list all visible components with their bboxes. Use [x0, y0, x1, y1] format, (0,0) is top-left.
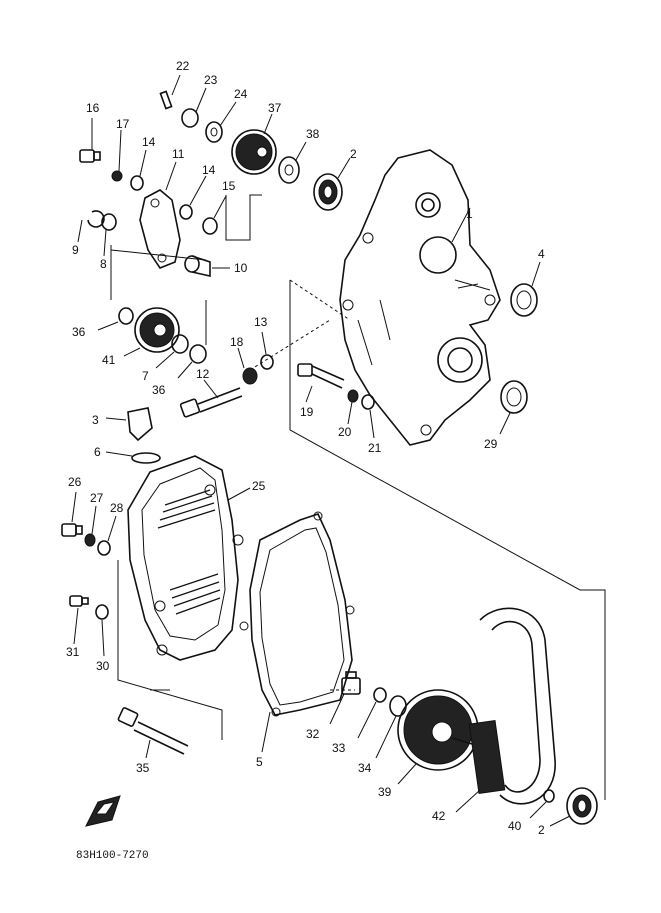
callout-35: 35: [136, 761, 150, 775]
gear-part-41: [123, 307, 180, 357]
callout-20: 20: [338, 425, 352, 439]
callout-37: 37: [268, 101, 282, 115]
washer-part-27: [84, 505, 97, 547]
plug-part-32: [329, 671, 361, 725]
collar-part-28: [97, 515, 117, 556]
callout-34: 34: [358, 761, 372, 775]
bolt-part-19: [297, 363, 345, 403]
bearing-part-2-bottom: [549, 787, 598, 827]
callout-19: 19: [300, 405, 314, 419]
callout-11: 11: [172, 147, 185, 161]
bolt-part-16: [79, 118, 101, 163]
collar-part-23: [181, 87, 207, 128]
bearing-part-2-top: [313, 157, 351, 211]
pin-part-22: [159, 74, 181, 110]
chain-part-42: [455, 607, 556, 813]
washer-part-33: [357, 687, 387, 739]
washer-part-14-lower: [179, 175, 207, 220]
shaft-part-10: [184, 255, 230, 277]
callout-16: 16: [86, 101, 100, 115]
callout-14-lower: 14: [202, 163, 216, 177]
callout-13: 13: [254, 315, 268, 329]
crankcase-cover-part-1: [339, 149, 501, 446]
callout-9: 9: [72, 243, 79, 257]
callout-21: 21: [368, 441, 382, 455]
callout-10: 10: [234, 261, 248, 275]
callout-3: 3: [92, 413, 99, 427]
bolt-part-26: [61, 491, 83, 537]
oring-part-6: [105, 451, 161, 464]
callout-38: 38: [306, 127, 320, 141]
bolt-part-12: [179, 379, 243, 418]
washer-part-34: [375, 695, 407, 759]
callout-26: 26: [68, 475, 82, 489]
callout-18: 18: [230, 335, 244, 349]
callout-6: 6: [94, 445, 101, 459]
washer-part-36-lower: [177, 344, 207, 379]
washer-part-30: [95, 604, 109, 657]
gear-part-37: [231, 113, 277, 175]
callout-30: 30: [96, 659, 110, 673]
plug-part-3: [105, 407, 153, 442]
washer-part-40: [529, 789, 555, 819]
callout-25: 25: [252, 479, 266, 493]
assembly-guide-lines: [110, 194, 606, 800]
callout-14-upper: 14: [142, 135, 156, 149]
callout-27: 27: [90, 491, 104, 505]
callout-23: 23: [204, 73, 218, 87]
seal-part-4: [510, 261, 541, 317]
callout-4: 4: [538, 247, 545, 261]
callout-36-lower: 36: [152, 383, 166, 397]
callout-15: 15: [222, 179, 236, 193]
callout-41: 41: [102, 353, 116, 367]
callout-31: 31: [66, 645, 80, 659]
callout-8: 8: [100, 257, 107, 271]
callout-33: 33: [332, 741, 346, 755]
washer-part-8: [101, 213, 117, 257]
lever-part-11: [139, 161, 181, 269]
callout-39: 39: [378, 785, 392, 799]
gasket-part-5: [239, 511, 355, 753]
washer-part-20: [347, 389, 359, 425]
washer-part-21: [361, 394, 375, 439]
collar-part-38: [278, 141, 307, 184]
collar-part-15: [202, 195, 227, 235]
bolt-part-31: [69, 595, 89, 645]
bolt-part-35: [117, 707, 189, 759]
washer-part-24: [205, 101, 237, 143]
front-direction-symbol: [85, 795, 121, 827]
callout-28: 28: [110, 501, 124, 515]
callout-42: 42: [432, 809, 446, 823]
washer-part-36-upper: [97, 307, 134, 331]
callout-32: 32: [306, 727, 320, 741]
callout-7: 7: [142, 369, 149, 383]
collar-part-18: [237, 347, 258, 385]
cover-fin-hatching: [157, 489, 221, 615]
callout-5: 5: [256, 755, 263, 769]
circlip-part-9: [77, 210, 105, 243]
collar-part-7: [155, 334, 189, 369]
callout-40: 40: [508, 819, 522, 833]
callout-36-upper: 36: [72, 325, 86, 339]
sprocket-part-39: [397, 689, 479, 785]
callout-2-bottom: 2: [538, 823, 545, 837]
washer-part-14-upper: [130, 149, 147, 191]
seal-part-29: [499, 380, 528, 435]
callout-22: 22: [176, 59, 190, 73]
callout-labels: 1 2 2 3 4 5 6 7 8 9 10 11 12 13 14 14 15…: [66, 59, 545, 837]
washer-part-13: [260, 331, 274, 370]
callout-1: 1: [466, 207, 473, 221]
callout-24: 24: [234, 87, 248, 101]
callout-29: 29: [484, 437, 498, 451]
callout-12: 12: [196, 367, 210, 381]
cover-part-25: [127, 455, 251, 661]
callout-2-top: 2: [350, 147, 357, 161]
diagram-code: 83H100-7270: [76, 850, 149, 862]
washer-part-17: [111, 129, 123, 182]
callout-17: 17: [116, 117, 130, 131]
